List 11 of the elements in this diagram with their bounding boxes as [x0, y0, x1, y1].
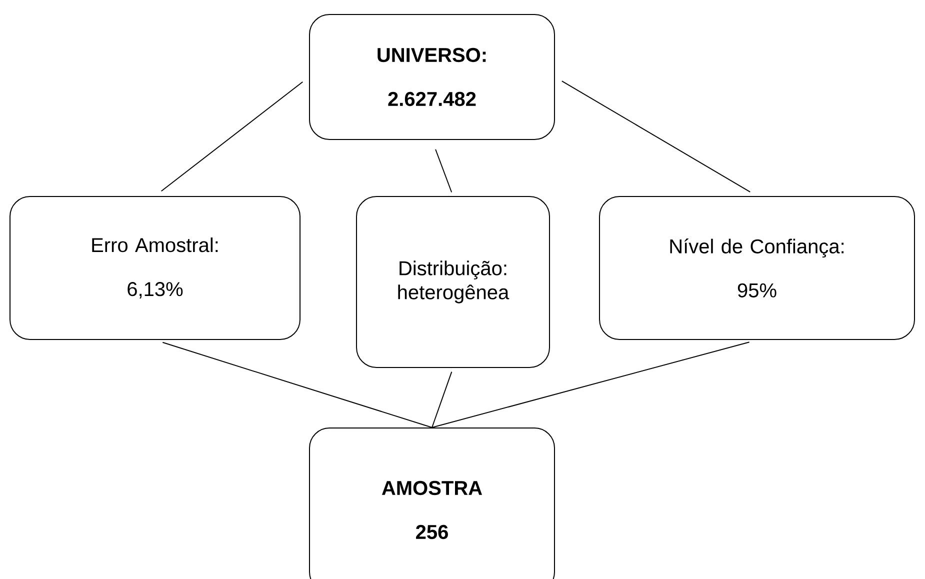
text-box: UNIVERSO: 2.627.482	[309, 14, 555, 140]
connector-line	[435, 148, 452, 193]
connector-line	[162, 342, 432, 428]
text-box: Nível de Confiança: 95%	[599, 196, 915, 340]
text-box: AMOSTRA 256	[309, 428, 555, 579]
connector-line	[561, 80, 751, 192]
text-box: Distribuição: heterogênea	[356, 196, 550, 368]
connector-line	[432, 371, 452, 428]
connector-line	[432, 342, 750, 428]
connector-line	[160, 81, 304, 192]
text-box: Erro Amostral: 6,13%	[10, 196, 300, 340]
